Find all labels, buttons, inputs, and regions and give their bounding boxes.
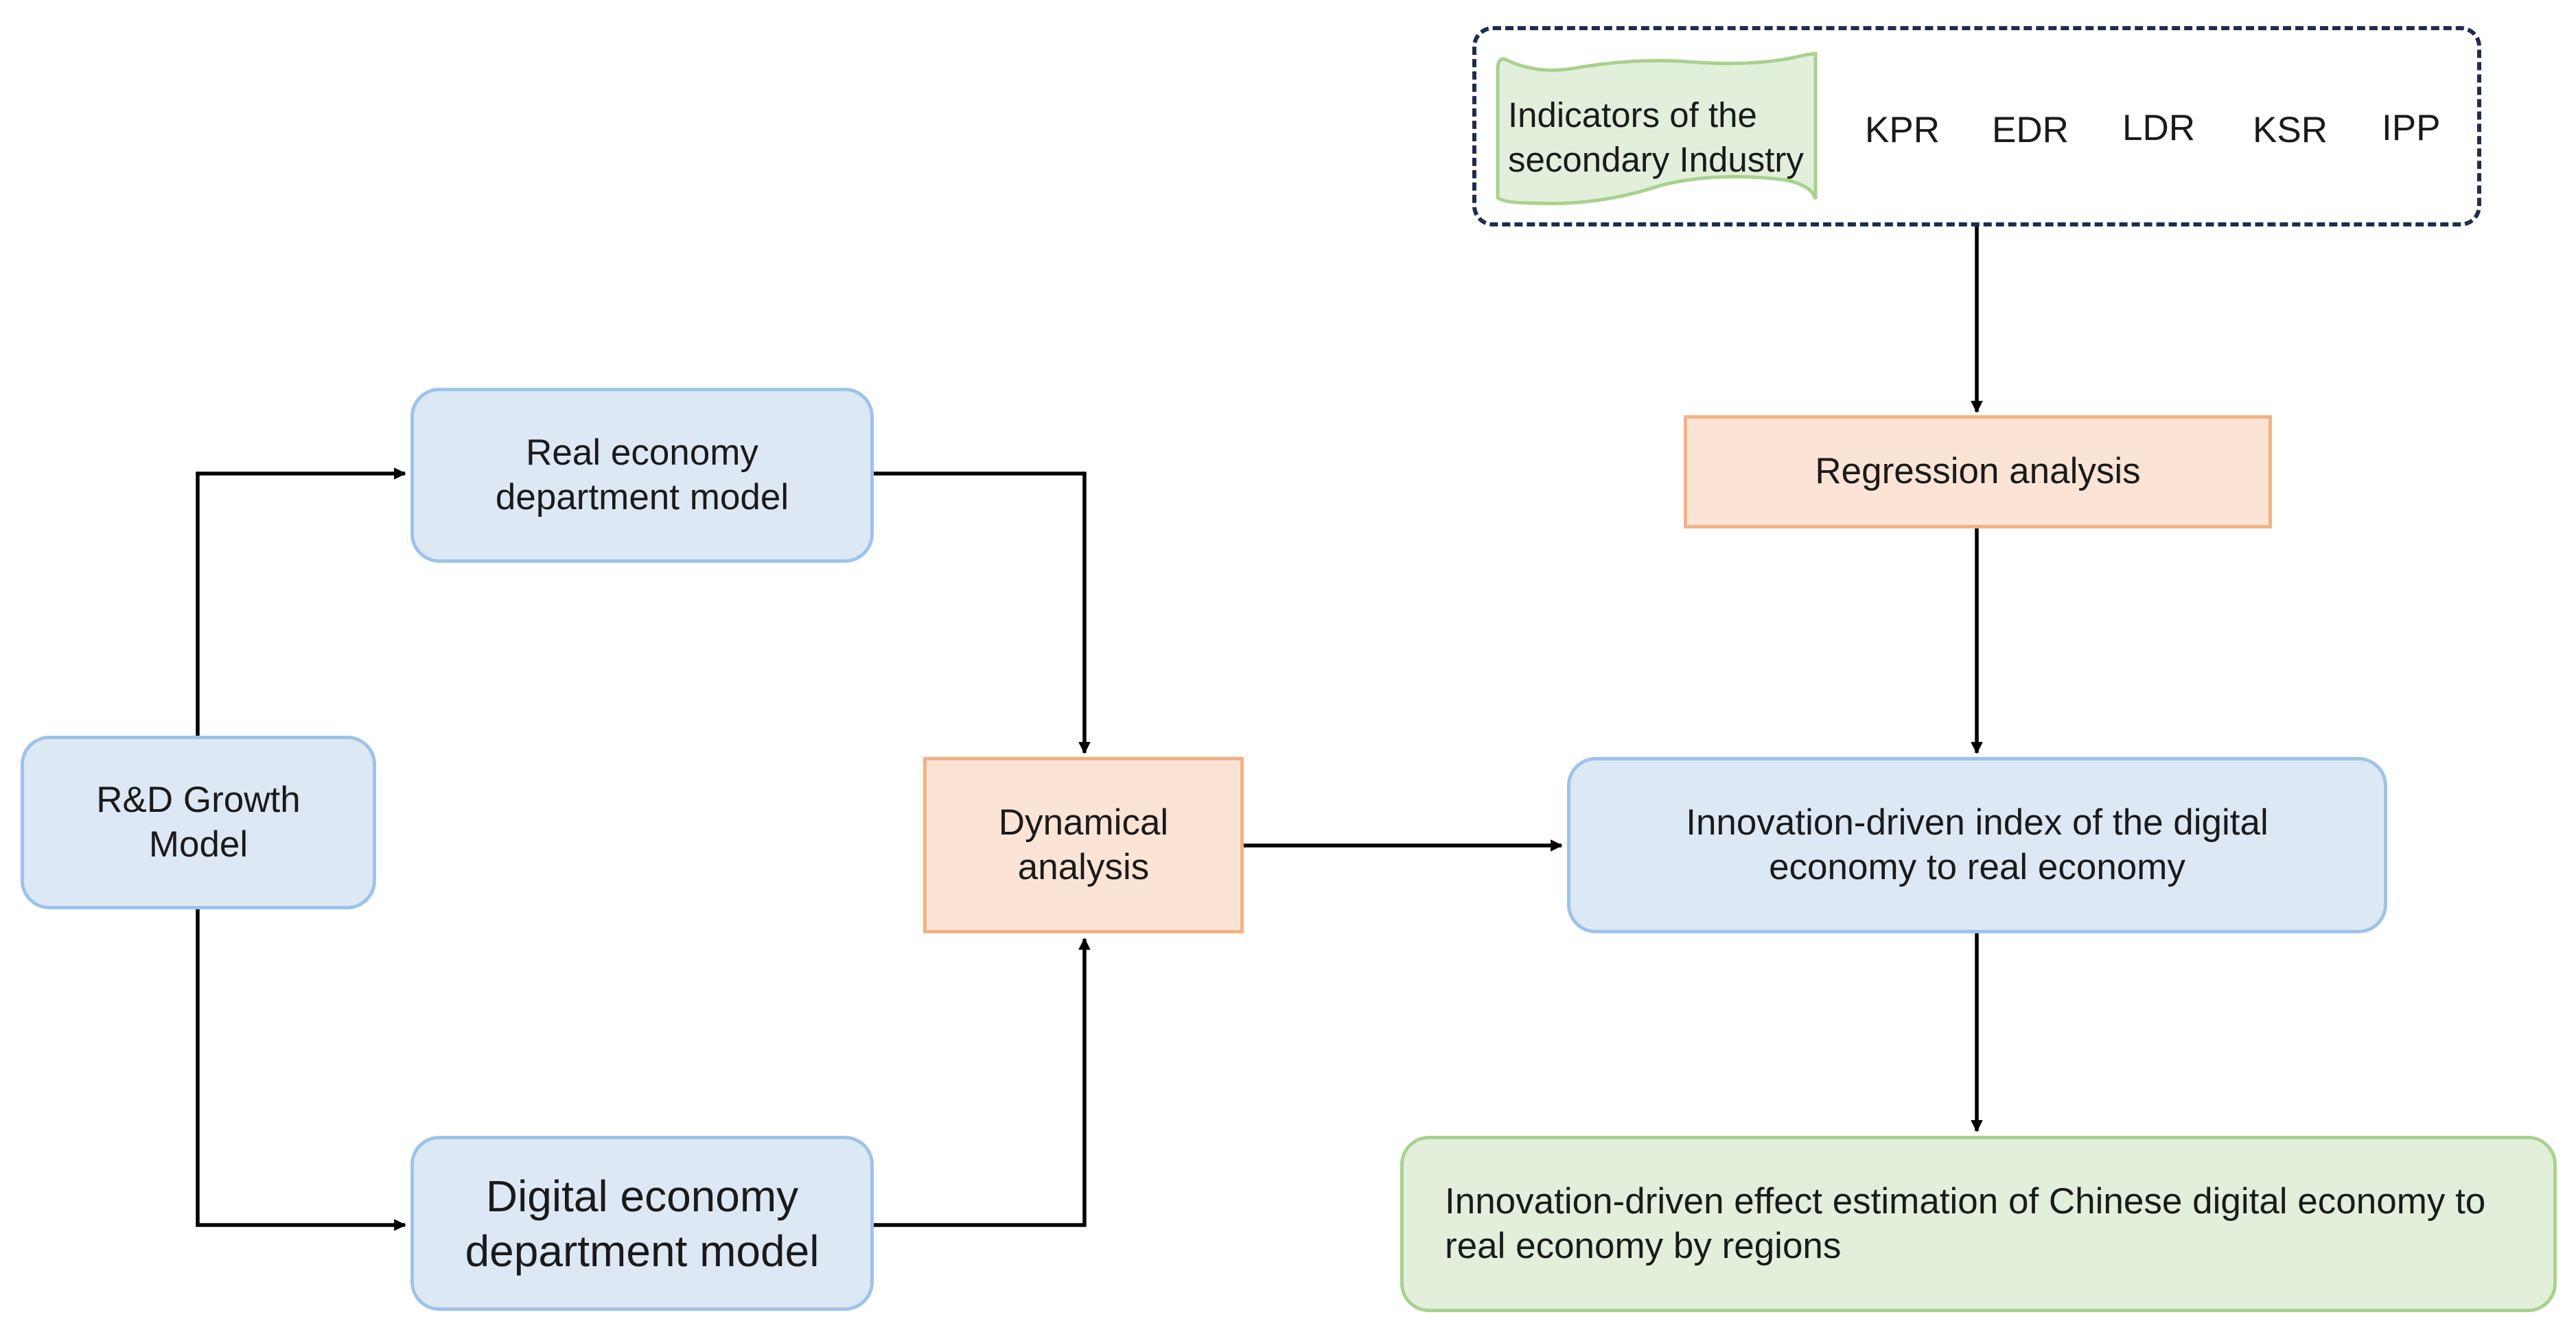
effect-estimation-node: Innovation-driven effect estimation of C… xyxy=(1400,1136,2557,1312)
indicator-edr: EDR xyxy=(1992,110,2069,150)
indicator-ksr: KSR xyxy=(2253,110,2328,150)
innovation-index-node: Innovation-driven index of the digital e… xyxy=(1567,757,2387,933)
regression-analysis-label: Regression analysis xyxy=(1815,451,2141,492)
regression-analysis-node: Regression analysis xyxy=(1684,415,2272,528)
indicators-title: Indicators of the secondary Industry xyxy=(1508,95,1804,180)
arrow-rd-to-digital-model xyxy=(196,909,406,1231)
arrow-rd-to-real-model xyxy=(196,467,406,736)
real-economy-model-label: Real economy department model xyxy=(495,432,789,517)
dynamical-analysis-node: Dynamical analysis xyxy=(923,757,1244,933)
effect-estimation-label: Innovation-driven effect estimation of C… xyxy=(1445,1180,2486,1266)
arrow-real-model-to-dynamical xyxy=(874,471,1091,754)
real-economy-model-node: Real economy department model xyxy=(410,388,874,563)
indicator-ipp: IPP xyxy=(2382,108,2441,148)
indicators-scroll-shape xyxy=(1496,51,1818,205)
rd-growth-model-node: R&D Growth Model xyxy=(21,736,376,909)
digital-economy-model-label: Digital economy department model xyxy=(465,1171,820,1276)
indicators-group xyxy=(1472,26,2481,226)
rd-growth-model-label: R&D Growth Model xyxy=(96,779,301,865)
indicator-kpr: KPR xyxy=(1865,110,1940,150)
arrow-digital-model-to-dynamical xyxy=(874,937,1091,1227)
indicator-ldr: LDR xyxy=(2122,108,2196,148)
digital-economy-model-node: Digital economy department model xyxy=(410,1136,874,1311)
innovation-index-label: Innovation-driven index of the digital e… xyxy=(1686,802,2268,887)
dynamical-analysis-label: Dynamical analysis xyxy=(998,802,1169,887)
